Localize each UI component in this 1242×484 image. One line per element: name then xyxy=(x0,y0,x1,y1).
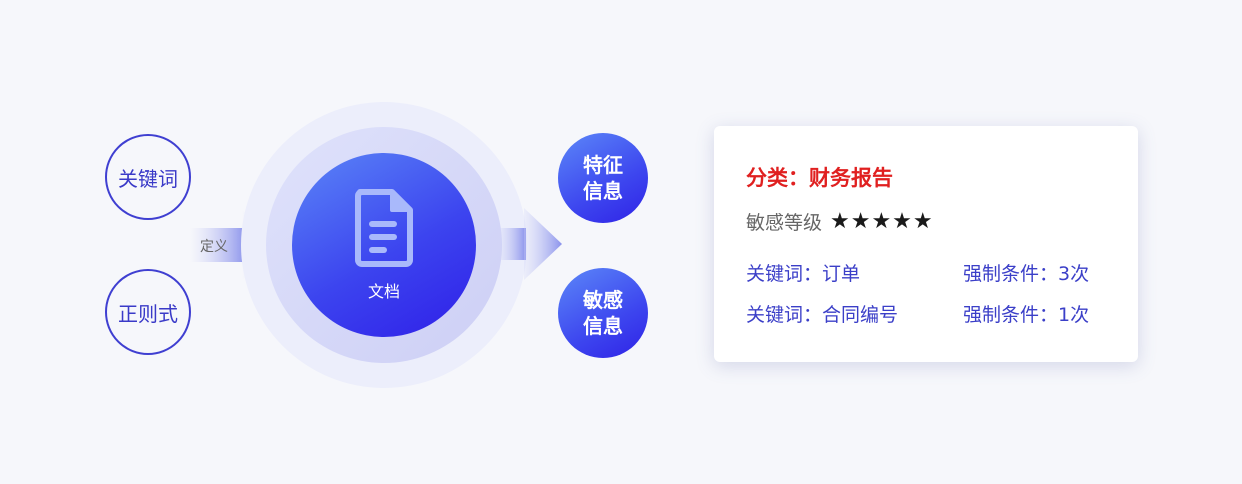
sensitive-line1: 敏感 xyxy=(583,288,623,312)
document-icon xyxy=(355,189,413,267)
define-label: 定义 xyxy=(200,239,228,255)
arrow-right-icon xyxy=(500,208,562,280)
rule-keyword-1: 关键词：订单 xyxy=(746,263,861,285)
regex-label: 正则式 xyxy=(118,301,178,326)
feature-line2: 信息 xyxy=(583,179,623,203)
keyword-label: 关键词 xyxy=(118,166,178,191)
document-label: 文档 xyxy=(367,282,400,301)
document-node: 文档 xyxy=(292,153,476,337)
category-title: 分类：财务报告 xyxy=(746,166,893,190)
feature-info-node: 特征信息 xyxy=(558,133,648,223)
rule-condition-1: 强制条件：3次 xyxy=(963,263,1090,285)
sensitive-line2: 信息 xyxy=(583,314,623,338)
output-arrow xyxy=(500,208,562,280)
rule-condition-2: 强制条件：1次 xyxy=(963,304,1090,326)
sensitivity-label: 敏感等级 xyxy=(746,212,823,234)
sensitive-info-node: 敏感信息 xyxy=(558,268,648,358)
sensitivity-row: 敏感等级 ★★★★★ xyxy=(746,208,934,235)
regex-input-node: 正则式 xyxy=(105,269,191,355)
rule-keyword-2: 关键词：合同编号 xyxy=(746,304,899,326)
star-rating-icon: ★★★★★ xyxy=(830,209,934,234)
feature-line1: 特征 xyxy=(583,153,623,177)
classification-card: 分类：财务报告 敏感等级 ★★★★★ 关键词：订单 强制条件：3次 关键词：合同… xyxy=(714,126,1138,362)
keyword-input-node: 关键词 xyxy=(105,134,191,220)
